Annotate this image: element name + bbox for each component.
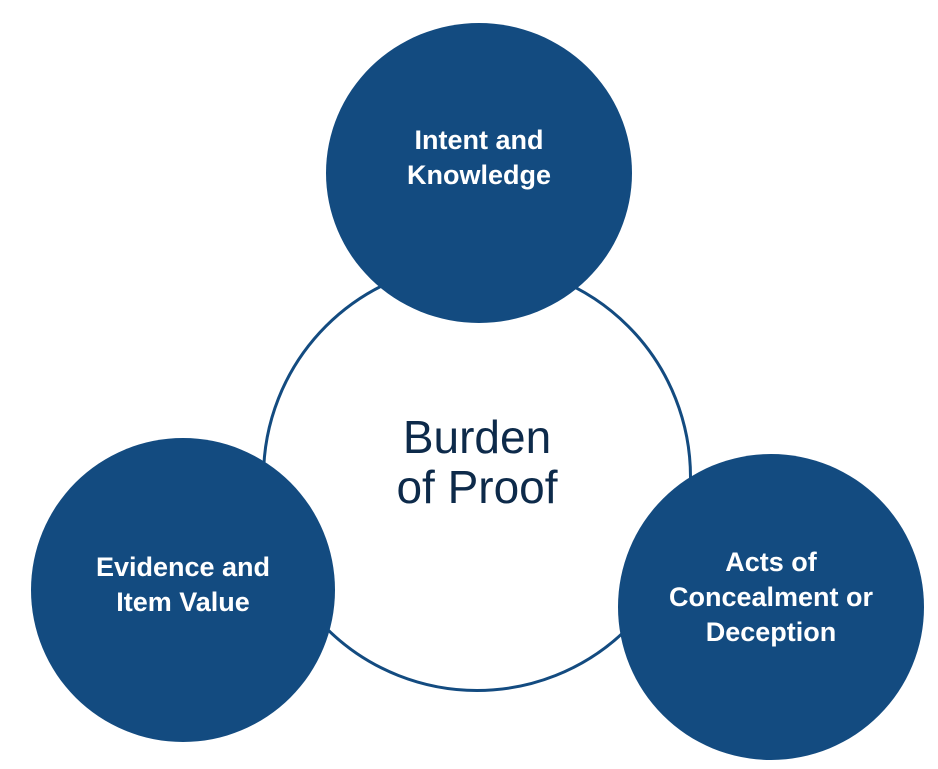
node-acts-of-concealment: Acts of Concealment or Deception bbox=[618, 454, 924, 760]
center-label: Burden of Proof bbox=[396, 411, 558, 513]
node-evidence-and-item-value: Evidence and Item Value bbox=[31, 438, 335, 742]
node-label: Intent and Knowledge bbox=[406, 125, 551, 190]
center-circle: Burden of Proof bbox=[262, 262, 692, 692]
node-intent-and-knowledge: Intent and Knowledge bbox=[326, 23, 632, 323]
node-label: Acts of Concealment or Deception bbox=[668, 546, 874, 647]
node-label: Evidence and Item Value bbox=[95, 552, 271, 617]
